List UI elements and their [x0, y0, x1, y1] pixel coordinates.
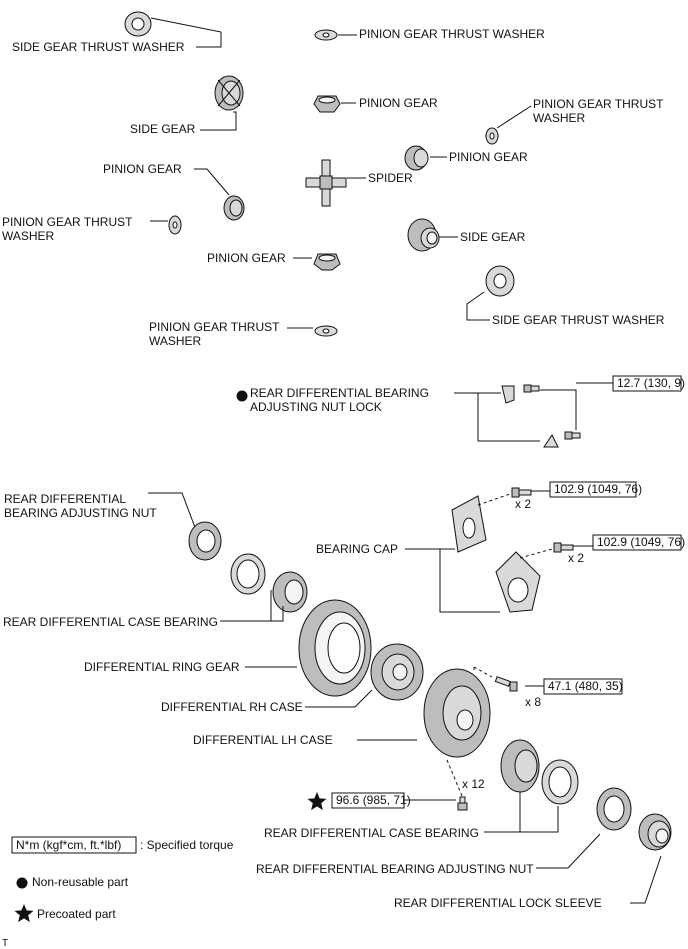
adjusting-nut-left-label-2: BEARING ADJUSTING NUT	[4, 506, 157, 520]
side-gear-right-part	[407, 218, 440, 252]
side-gear-left-part	[214, 75, 244, 111]
pinion-gear-thrust-washer-right-label-1: PINION GEAR THRUST	[533, 97, 664, 111]
adjusting-nut-left-label-1: REAR DIFFERENTIAL	[4, 492, 126, 506]
cap-bolt-lower-qty: x 2	[568, 551, 584, 565]
bearing-cap-label: BEARING CAP	[316, 542, 398, 556]
torque-box-cap-bolt-upper	[549, 481, 637, 498]
bearing-cap-lower-part	[495, 551, 541, 613]
legend-torque-desc: : Specified torque	[140, 838, 234, 852]
pinion-gear-thrust-washer-left-label-2: WASHER	[2, 229, 55, 243]
side-gear-thrust-washer-bottom-part	[485, 265, 515, 297]
filled-star-icon	[14, 904, 34, 923]
side-gear-right-label: SIDE GEAR	[460, 230, 526, 244]
pinion-gear-left-part	[223, 195, 245, 221]
side-gear-thrust-washer-top-part	[124, 11, 152, 37]
rh-case-label: DIFFERENTIAL RH CASE	[161, 700, 303, 714]
lock-sleeve-part	[638, 813, 672, 851]
spider-label: SPIDER	[368, 171, 413, 185]
pinion-gear-left-label: PINION GEAR	[103, 162, 182, 176]
adjusting-nut-lock-label-2: ADJUSTING NUT LOCK	[250, 400, 382, 414]
lh-case-label: DIFFERENTIAL LH CASE	[193, 733, 333, 747]
ring-gear-label: DIFFERENTIAL RING GEAR	[84, 660, 240, 674]
torque-case-bolt-value: 96.6 (985, 71)	[336, 793, 411, 807]
torque-box-cap-bolt-lower	[592, 534, 682, 551]
pinion-gear-thrust-washer-right-part	[485, 127, 499, 145]
ring-gear-bolt-part	[494, 676, 518, 692]
ring-gear-part	[298, 599, 372, 697]
torque-ring-gear-bolt-value: 47.1 (480, 35)	[548, 679, 623, 693]
legend-precoated: Precoated part	[37, 907, 116, 921]
legend-torque-box	[11, 836, 137, 854]
legend: N*m (kgf*cm, ft.*lbf) : Specified torque…	[11, 836, 234, 923]
filled-circle-icon	[16, 877, 28, 889]
cap-bolt-upper-qty: x 2	[515, 497, 531, 511]
torque-box-lock-bolt	[612, 375, 682, 392]
torque-cap-bolt-upper-value: 102.9 (1049, 76)	[554, 482, 642, 496]
side-gear-thrust-washer-top-label: SIDE GEAR THRUST WASHER	[12, 40, 185, 54]
pinion-gear-thrust-washer-left-part	[168, 215, 182, 235]
side-gear-left-label: SIDE GEAR	[130, 122, 196, 136]
legend-torque-box-text: N*m (kgf*cm, ft.*lbf)	[16, 838, 121, 852]
pinion-gear-right-part	[404, 145, 429, 171]
pinion-gear-top-part	[313, 95, 341, 113]
case-bolt-qty: x 12	[462, 777, 485, 791]
side-gear-thrust-washer-bottom-label: SIDE GEAR THRUST WASHER	[492, 313, 665, 327]
pinion-gear-thrust-washer-bottom-label-1: PINION GEAR THRUST	[149, 320, 280, 334]
legend-non-reusable: Non-reusable part	[32, 875, 129, 889]
case-bearing-left-label: REAR DIFFERENTIAL CASE BEARING	[3, 615, 218, 629]
adjusting-nut-right-part	[596, 787, 632, 831]
precoated-icon-case-bolt	[307, 792, 327, 811]
pinion-gear-thrust-washer-top-label: PINION GEAR THRUST WASHER	[359, 27, 545, 41]
adjusting-nut-right-label: REAR DIFFERENTIAL BEARING ADJUSTING NUT	[256, 862, 534, 876]
case-bearing-left-part	[230, 553, 308, 613]
pinion-gear-thrust-washer-top-part	[314, 29, 338, 41]
pinion-gear-thrust-washer-bottom-label-2: WASHER	[149, 334, 202, 348]
spider-part	[305, 159, 347, 207]
adjusting-nut-lock-upper-part	[501, 384, 540, 404]
footer-mark: T	[2, 938, 8, 949]
pinion-gear-top-label: PINION GEAR	[359, 96, 438, 110]
case-bearing-right-label: REAR DIFFERENTIAL CASE BEARING	[264, 826, 479, 840]
adjusting-nut-lock-label-1: REAR DIFFERENTIAL BEARING	[250, 386, 429, 400]
pinion-gear-thrust-washer-right-label-2: WASHER	[533, 111, 586, 125]
pinion-gear-bottom-part	[313, 253, 341, 271]
torque-lock-bolt-value: 12.7 (130, 9)	[617, 376, 685, 390]
lock-sleeve-label: REAR DIFFERENTIAL LOCK SLEEVE	[394, 896, 602, 910]
pinion-gear-bottom-label: PINION GEAR	[207, 251, 286, 265]
cap-bolt-upper-part	[511, 487, 532, 498]
case-bearing-right-part	[500, 739, 579, 805]
torque-cap-bolt-lower-value: 102.9 (1049, 76)	[597, 535, 685, 549]
cap-bolt-lower-part	[553, 542, 574, 553]
case-bolt-part	[457, 796, 468, 811]
pinion-gear-thrust-washer-bottom-part	[314, 325, 338, 337]
lh-case-part	[423, 668, 491, 758]
ring-gear-bolt-qty: x 8	[525, 695, 541, 709]
pinion-gear-right-label: PINION GEAR	[449, 150, 528, 164]
rh-case-part	[370, 643, 424, 701]
torque-box-ring-gear-bolt	[543, 678, 623, 695]
pinion-gear-thrust-washer-left-label-1: PINION GEAR THRUST	[2, 215, 133, 229]
bearing-cap-upper-part	[451, 495, 487, 553]
adjusting-nut-lock-lower-part	[543, 431, 581, 448]
adjusting-nut-left-part	[188, 521, 222, 561]
non-reusable-icon	[236, 390, 248, 402]
